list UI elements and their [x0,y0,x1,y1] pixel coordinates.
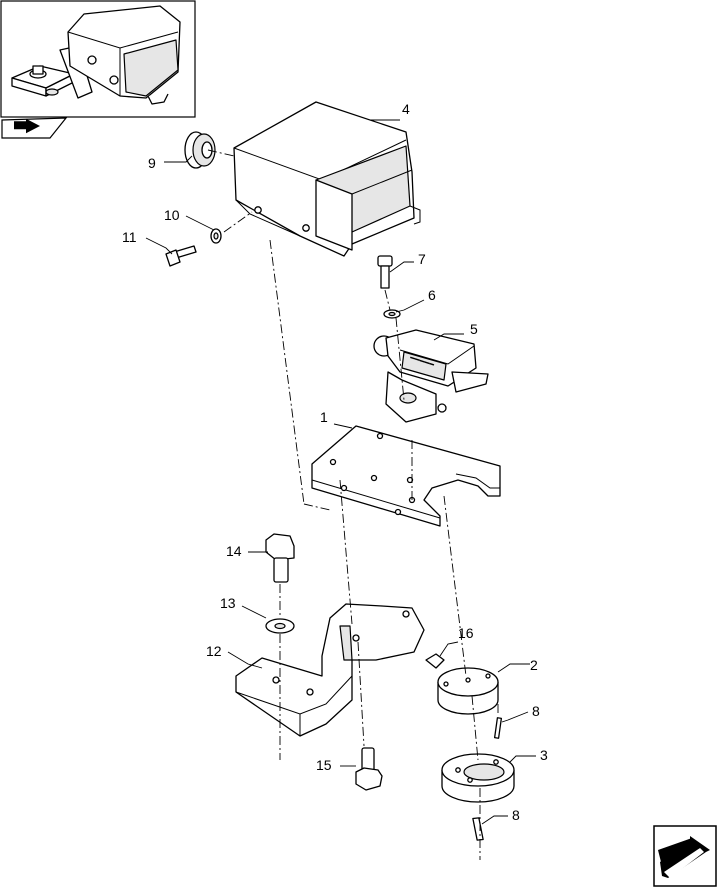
part-washer-large [265,618,295,634]
part-bracket [235,603,425,737]
part-pin-small [425,653,445,669]
part-dowel-upper [493,717,503,739]
callout-14: 14 [226,543,242,559]
part-washer-upper [383,309,401,319]
part-washer-small [210,228,222,244]
callout-11: 11 [122,229,137,245]
leader-lines [145,119,536,825]
callout-7: 7 [418,251,426,267]
part-cover-box [233,101,421,257]
callout-5: 5 [470,321,478,337]
callout-4: 4 [402,101,410,117]
part-bolt-lower [355,747,383,791]
callout-8-lower: 8 [512,807,520,823]
callout-12: 12 [206,643,222,659]
overview-thumbnail [0,0,196,118]
callout-15: 15 [316,757,332,773]
callout-3: 3 [540,747,548,763]
callout-10: 10 [164,207,180,223]
part-bolt-upper [377,255,393,289]
callout-9: 9 [148,155,156,171]
callout-8-upper: 8 [532,703,540,719]
callout-2: 2 [530,657,538,673]
part-bolt-large [265,533,295,583]
callout-16: 16 [458,625,474,641]
callout-13: 13 [220,595,236,611]
part-screw-small [165,245,197,267]
callout-1: 1 [320,409,328,425]
part-dowel-lower [472,817,484,841]
arrow-back-icon[interactable] [1,117,68,139]
part-sensor: ▬▬▬▬▬ [373,329,489,423]
assembly-lines [207,149,499,860]
callout-6: 6 [428,287,436,303]
callout-labels: 4 9 10 11 7 6 5 1 14 13 12 16 2 8 3 15 8 [122,101,548,823]
part-disc-upper [437,667,499,715]
part-mounting-plate [311,425,501,527]
arrow-next-icon[interactable] [653,825,717,887]
part-grommet [184,131,216,169]
part-hub-lower [441,753,515,803]
